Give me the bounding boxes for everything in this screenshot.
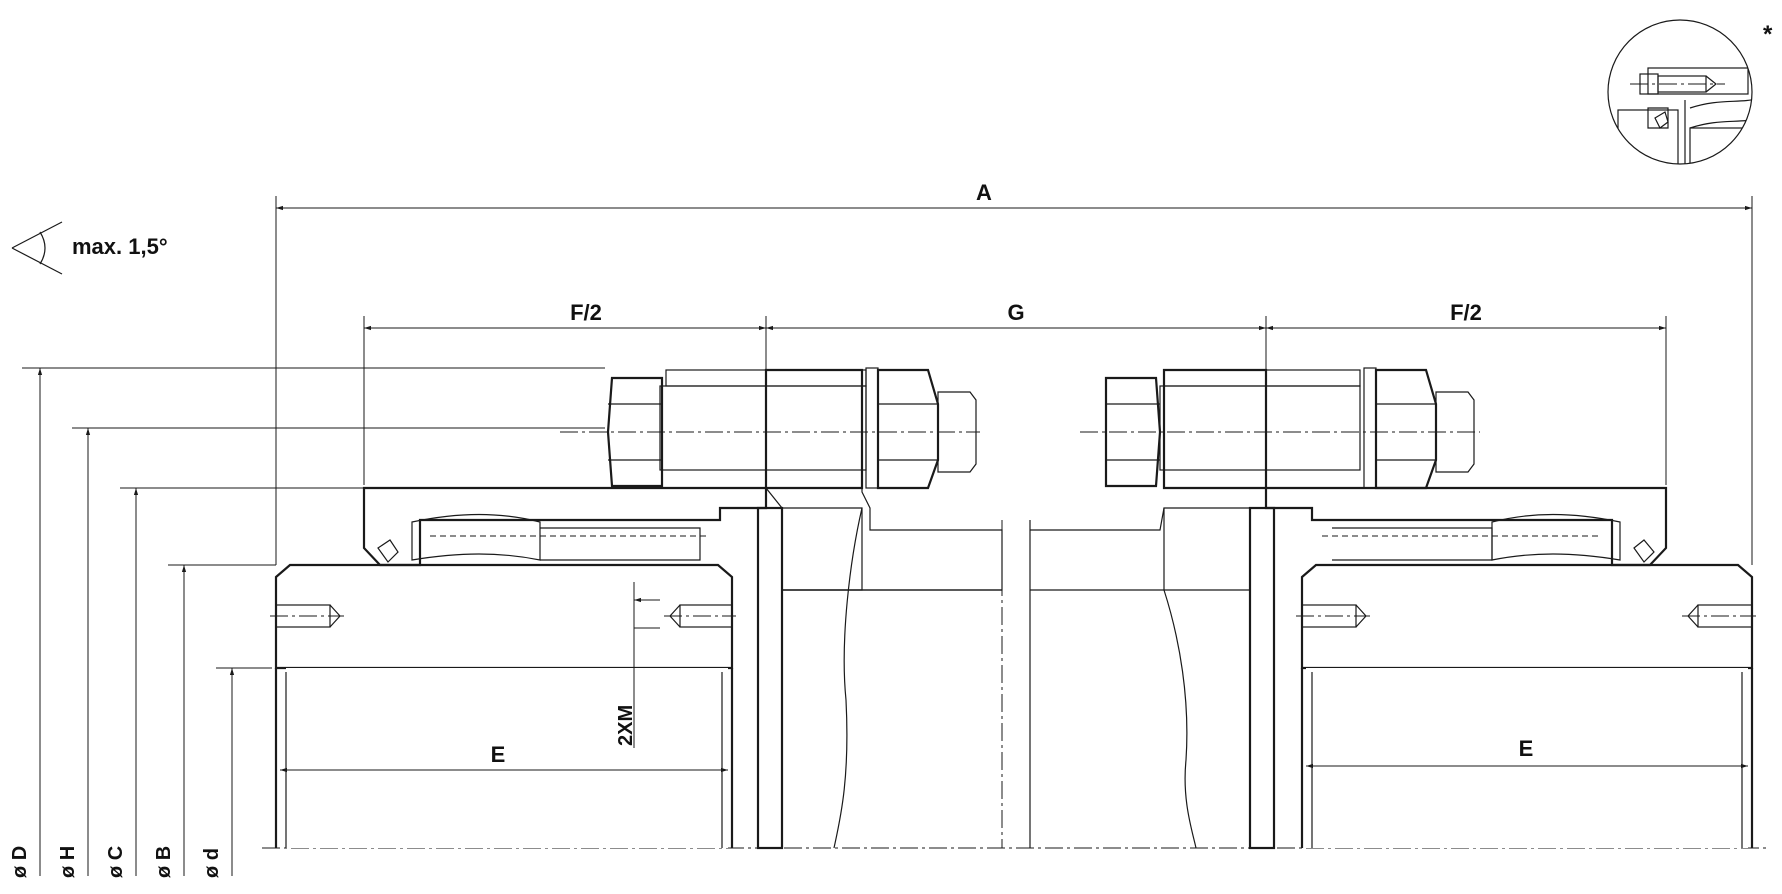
left-sleeve: [362, 486, 768, 567]
dia-D-label: ø D: [9, 846, 31, 878]
angle-symbol: [11, 221, 63, 275]
dim-E-right-label: E: [1519, 736, 1534, 761]
dimension-F-G: [363, 316, 1667, 485]
dim-G-label: G: [1007, 300, 1024, 325]
dim-A-label: A: [976, 180, 992, 205]
dim-2XM: [633, 582, 660, 748]
dim-2XM-label: 2XM: [615, 705, 637, 746]
dimension-A: [275, 196, 1753, 565]
dia-B-label: ø B: [153, 846, 175, 878]
angle-label: max. 1,5°: [72, 234, 168, 259]
right-hub: [1296, 563, 1756, 848]
detail-view: [1607, 19, 1753, 165]
left-bolt: [560, 367, 980, 490]
dim-F2-right-label: F/2: [1450, 300, 1482, 325]
dia-C-label: ø C: [105, 846, 127, 878]
dia-d-label: ø d: [201, 848, 223, 878]
dia-H-label: ø H: [57, 846, 79, 878]
dim-F2-left-label: F/2: [570, 300, 602, 325]
dim-E-left-label: E: [491, 742, 506, 767]
right-sleeve: [1264, 486, 1668, 567]
right-flange: [1029, 368, 1276, 850]
left-flange: [756, 368, 1003, 850]
detail-marker: *: [1763, 21, 1773, 48]
diameter-dimensions: [22, 367, 605, 876]
left-hub: [270, 563, 736, 848]
right-bolt: [1080, 367, 1480, 490]
